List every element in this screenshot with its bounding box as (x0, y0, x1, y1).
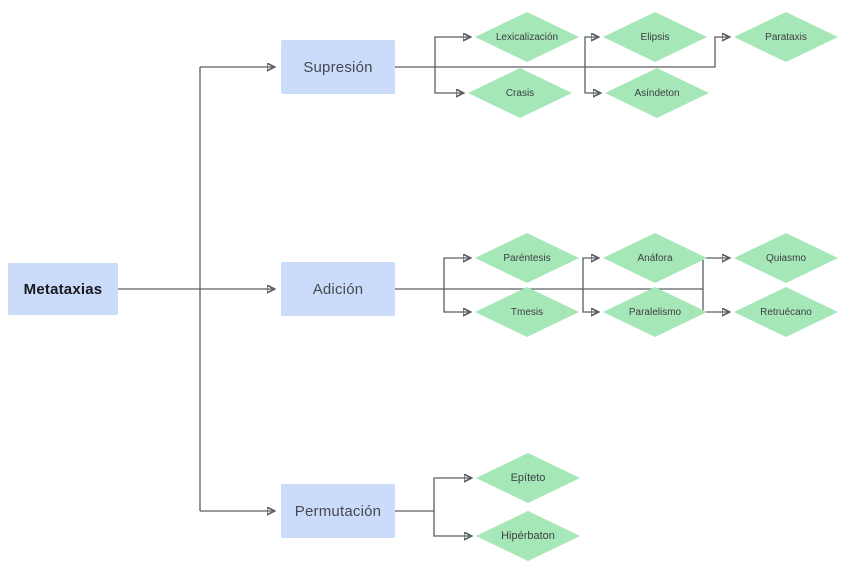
node-hiperbaton[interactable]: Hipérbaton (476, 511, 580, 561)
node-tmesis[interactable]: Tmesis (475, 287, 579, 337)
node-retruecano[interactable]: Retruécano (734, 287, 838, 337)
node-asindeton[interactable]: Asíndeton (605, 68, 709, 118)
connector-to-lexicalizacion (434, 37, 470, 67)
node-crasis[interactable]: Crasis (468, 68, 572, 118)
node-supresion[interactable]: Supresión (281, 40, 395, 94)
node-permutacion[interactable]: Permutación (281, 484, 395, 538)
connector-to-anafora (582, 258, 598, 289)
node-lexicalizacion[interactable]: Lexicalización (475, 12, 579, 62)
connector-to-elipsis (584, 37, 598, 67)
connector-to-retruecano (702, 289, 729, 312)
node-metataxias[interactable]: Metataxias (8, 263, 118, 315)
node-parentesis[interactable]: Paréntesis (475, 233, 579, 283)
connector-to-tmesis (443, 289, 470, 312)
connector-to-crasis (434, 67, 463, 93)
node-elipsis[interactable]: Elipsis (603, 12, 707, 62)
connector-to-parentesis (443, 258, 470, 289)
connector-to-epiteto (433, 478, 471, 511)
connector-to-asindeton (584, 67, 600, 93)
node-paralelismo[interactable]: Paralelismo (603, 287, 707, 337)
connector-to-paralelismo (582, 289, 598, 312)
node-anafora[interactable]: Anáfora (603, 233, 707, 283)
node-quiasmo[interactable]: Quiasmo (734, 233, 838, 283)
node-epiteto[interactable]: Epíteto (476, 453, 580, 503)
connector-to-quiasmo (702, 258, 729, 289)
node-parataxis[interactable]: Parataxis (734, 12, 838, 62)
connector-to-hiperbaton (433, 511, 471, 536)
node-adicion[interactable]: Adición (281, 262, 395, 316)
